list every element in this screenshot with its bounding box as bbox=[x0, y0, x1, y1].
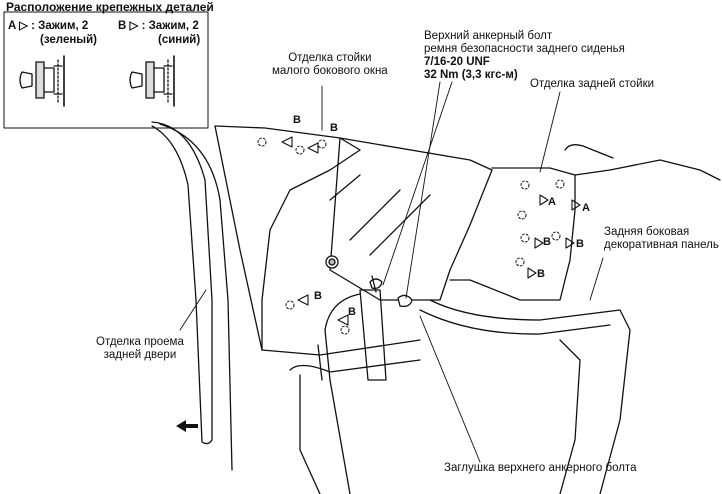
small-window-pillar-line1: Отделка стойки bbox=[288, 52, 372, 64]
rear-pillar-label: Отделка задней стойки bbox=[530, 78, 655, 90]
legend-item-a: A ▷ : Зажим, 2 bbox=[8, 20, 88, 33]
legend-title: Расположение крепежных деталей bbox=[6, 0, 214, 14]
legend-b-triangle-icon: ▷ bbox=[129, 20, 139, 32]
side-panel-line1: Задняя боковая bbox=[604, 226, 690, 238]
door-opening-label: Отделка проема задней двери bbox=[96, 336, 184, 362]
legend-b-letter: B bbox=[118, 20, 127, 32]
anchor-bolt-label: Верхний анкерный болт ремня безопасности… bbox=[424, 30, 625, 82]
legend-a-text: : Зажим, 2 bbox=[31, 20, 89, 32]
bolt-cap-label: Заглушка верхнего анкерного болта bbox=[444, 462, 637, 474]
door-opening-line2: задней двери bbox=[103, 349, 177, 361]
marker-a: A bbox=[548, 196, 556, 208]
side-decorative-panel bbox=[429, 299, 631, 494]
legend-b-text: : Зажим, 2 bbox=[141, 20, 199, 32]
marker-b: B bbox=[330, 122, 338, 134]
small-window-pillar-line2: малого бокового окна bbox=[272, 65, 388, 77]
marker-b: B bbox=[543, 236, 551, 248]
rear-pillar-trim bbox=[449, 167, 576, 301]
legend-item-b: B ▷ : Зажим, 2 bbox=[118, 20, 199, 33]
side-panel-line2: декоративная панель bbox=[604, 239, 719, 251]
forward-arrow-icon bbox=[176, 420, 198, 432]
anchor-bolt-torque: 32 Nm (3,3 кгс-м) bbox=[424, 69, 518, 81]
anchor-bolt-thread: 7/16-20 UNF bbox=[424, 56, 490, 68]
seat-belt bbox=[359, 289, 387, 381]
door-opening-line1: Отделка проема bbox=[96, 336, 184, 348]
marker-b: B bbox=[537, 268, 545, 280]
marker-b: B bbox=[576, 238, 584, 250]
clip-triangles bbox=[281, 136, 581, 326]
marker-b: B bbox=[348, 306, 356, 318]
side-window bbox=[329, 137, 493, 301]
clip-marks bbox=[257, 137, 565, 335]
bolt-cap-shape bbox=[397, 294, 413, 308]
small-window-pillar-trim bbox=[214, 125, 361, 351]
anchor-bolt-line2: ремня безопасности заднего сиденья bbox=[424, 43, 625, 55]
small-window-pillar-label: Отделка стойки малого бокового окна bbox=[272, 52, 388, 78]
legend-box bbox=[3, 11, 209, 129]
clip-a-drawing bbox=[19, 55, 65, 107]
marker-a: A bbox=[582, 202, 590, 214]
clip-b-drawing bbox=[129, 55, 175, 107]
legend-a-triangle-icon: ▷ bbox=[19, 20, 28, 32]
legend-b-color: (синий) bbox=[158, 34, 201, 46]
anchor-bolt-line1: Верхний анкерный болт bbox=[424, 30, 553, 42]
marker-b: B bbox=[314, 290, 322, 302]
legend-a-color: (зеленый) bbox=[40, 34, 98, 46]
door-opening-trim bbox=[151, 121, 213, 445]
legend-a-letter: A bbox=[8, 20, 16, 32]
side-panel-label: Задняя боковая декоративная панель bbox=[604, 226, 719, 252]
marker-b: B bbox=[293, 114, 301, 126]
